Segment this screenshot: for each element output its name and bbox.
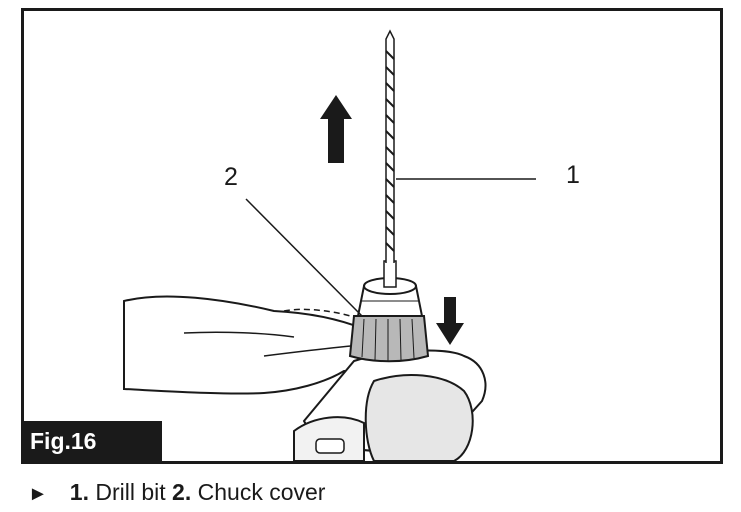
side-handle: [364, 374, 474, 461]
caption-item2-text: Chuck cover: [191, 479, 326, 505]
callout-1: 1: [566, 161, 580, 189]
thumb-outline: [283, 308, 355, 318]
housing-slot: [315, 438, 345, 454]
drill-bit-shank: [383, 260, 397, 288]
figure-caption: ► 1. Drill bit 2. Chuck cover: [28, 478, 325, 508]
down-arrow: [436, 297, 464, 345]
caption-item2-number: 2.: [172, 479, 192, 505]
caption-marker-icon: ►: [28, 483, 48, 505]
callout-2: 2: [224, 163, 238, 191]
caption-item1-number: 1.: [69, 479, 89, 505]
drill-bit-spiral: [385, 50, 395, 252]
chuck-cover: [348, 315, 430, 363]
up-arrow: [320, 95, 352, 163]
figure-frame: 1 2 Fig.16: [21, 8, 723, 464]
drill-illustration: [123, 29, 536, 461]
finger-outline-2: [183, 331, 295, 338]
figure-label: Fig.16: [24, 421, 162, 461]
caption-item1-text: Drill bit: [88, 479, 173, 505]
leader-line-2: [245, 198, 363, 317]
chuck-ribs: [361, 318, 415, 361]
